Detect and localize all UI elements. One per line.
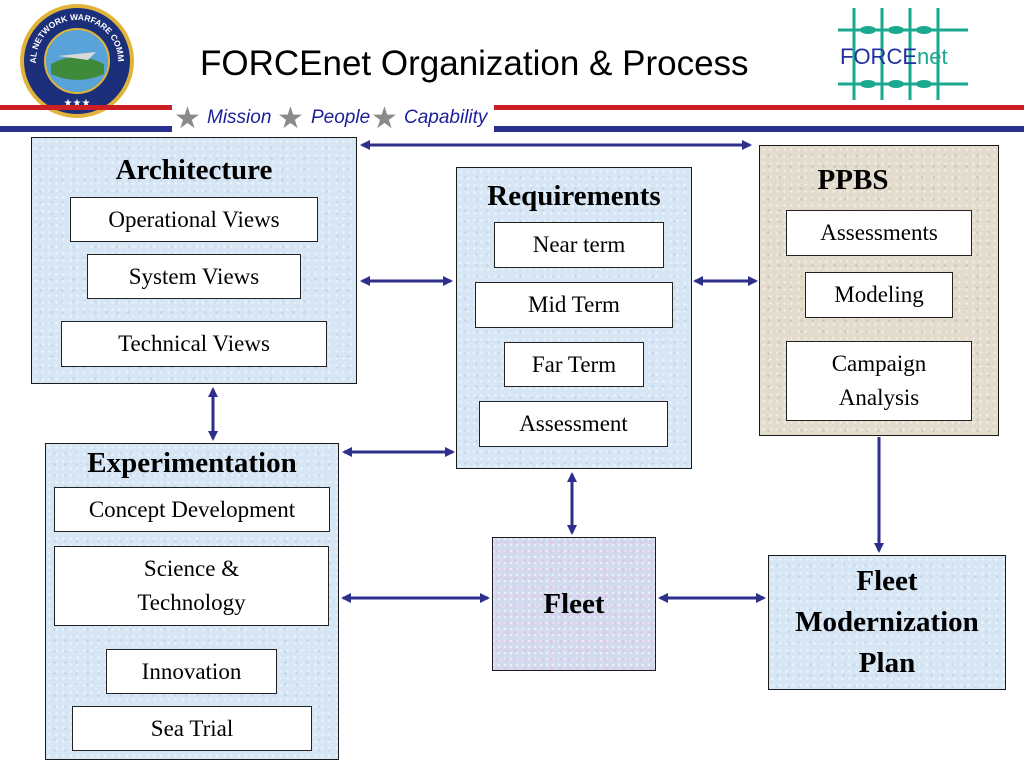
tagline-people: People	[311, 107, 371, 128]
header-stripe-red	[0, 105, 1024, 110]
modeling-box: Modeling	[805, 272, 953, 318]
far-term-box: Far Term	[504, 342, 644, 387]
fleet-box: Fleet	[492, 537, 656, 671]
architecture-heading: Architecture	[115, 154, 273, 186]
requirements-heading: Requirements	[487, 180, 661, 212]
operational-views-box: Operational Views	[70, 197, 318, 242]
near-term-box: Near term	[494, 222, 664, 268]
concept-development-box: Concept Development	[54, 487, 330, 532]
page-title: FORCEnet Organization & Process	[200, 44, 749, 83]
fleet-modernization-plan-box: Fleet Modernization Plan	[768, 555, 1006, 690]
star-icon: ★	[174, 101, 201, 136]
technical-views-box: Technical Views	[61, 321, 327, 367]
innovation-box: Innovation	[106, 649, 277, 694]
tagline-mission: Mission	[207, 107, 272, 128]
forcenet-logo-text: FORCEnet	[840, 44, 948, 69]
tagline-capability: Capability	[404, 107, 488, 128]
header-stripe-blue	[0, 126, 1024, 132]
science-technology-box: Science & Technology	[54, 546, 329, 626]
assessments-box: Assessments	[786, 210, 972, 256]
system-views-box: System Views	[87, 254, 301, 299]
tagline-band	[172, 103, 494, 133]
star-icon: ★	[371, 101, 398, 136]
forcenet-grid-icon	[838, 8, 968, 100]
experimentation-heading: Experimentation	[87, 447, 297, 479]
assessment-box: Assessment	[479, 401, 668, 447]
campaign-analysis-box: Campaign Analysis	[786, 341, 972, 421]
star-icon: ★	[277, 101, 304, 136]
naval-network-warfare-command-seal: NAVAL NETWORK WARFARE COMMAND ★★★	[18, 2, 134, 118]
sea-trial-box: Sea Trial	[72, 706, 312, 751]
svg-text:★★★: ★★★	[64, 98, 91, 109]
mid-term-box: Mid Term	[475, 282, 673, 328]
ppbs-heading: PPBS	[817, 164, 889, 196]
